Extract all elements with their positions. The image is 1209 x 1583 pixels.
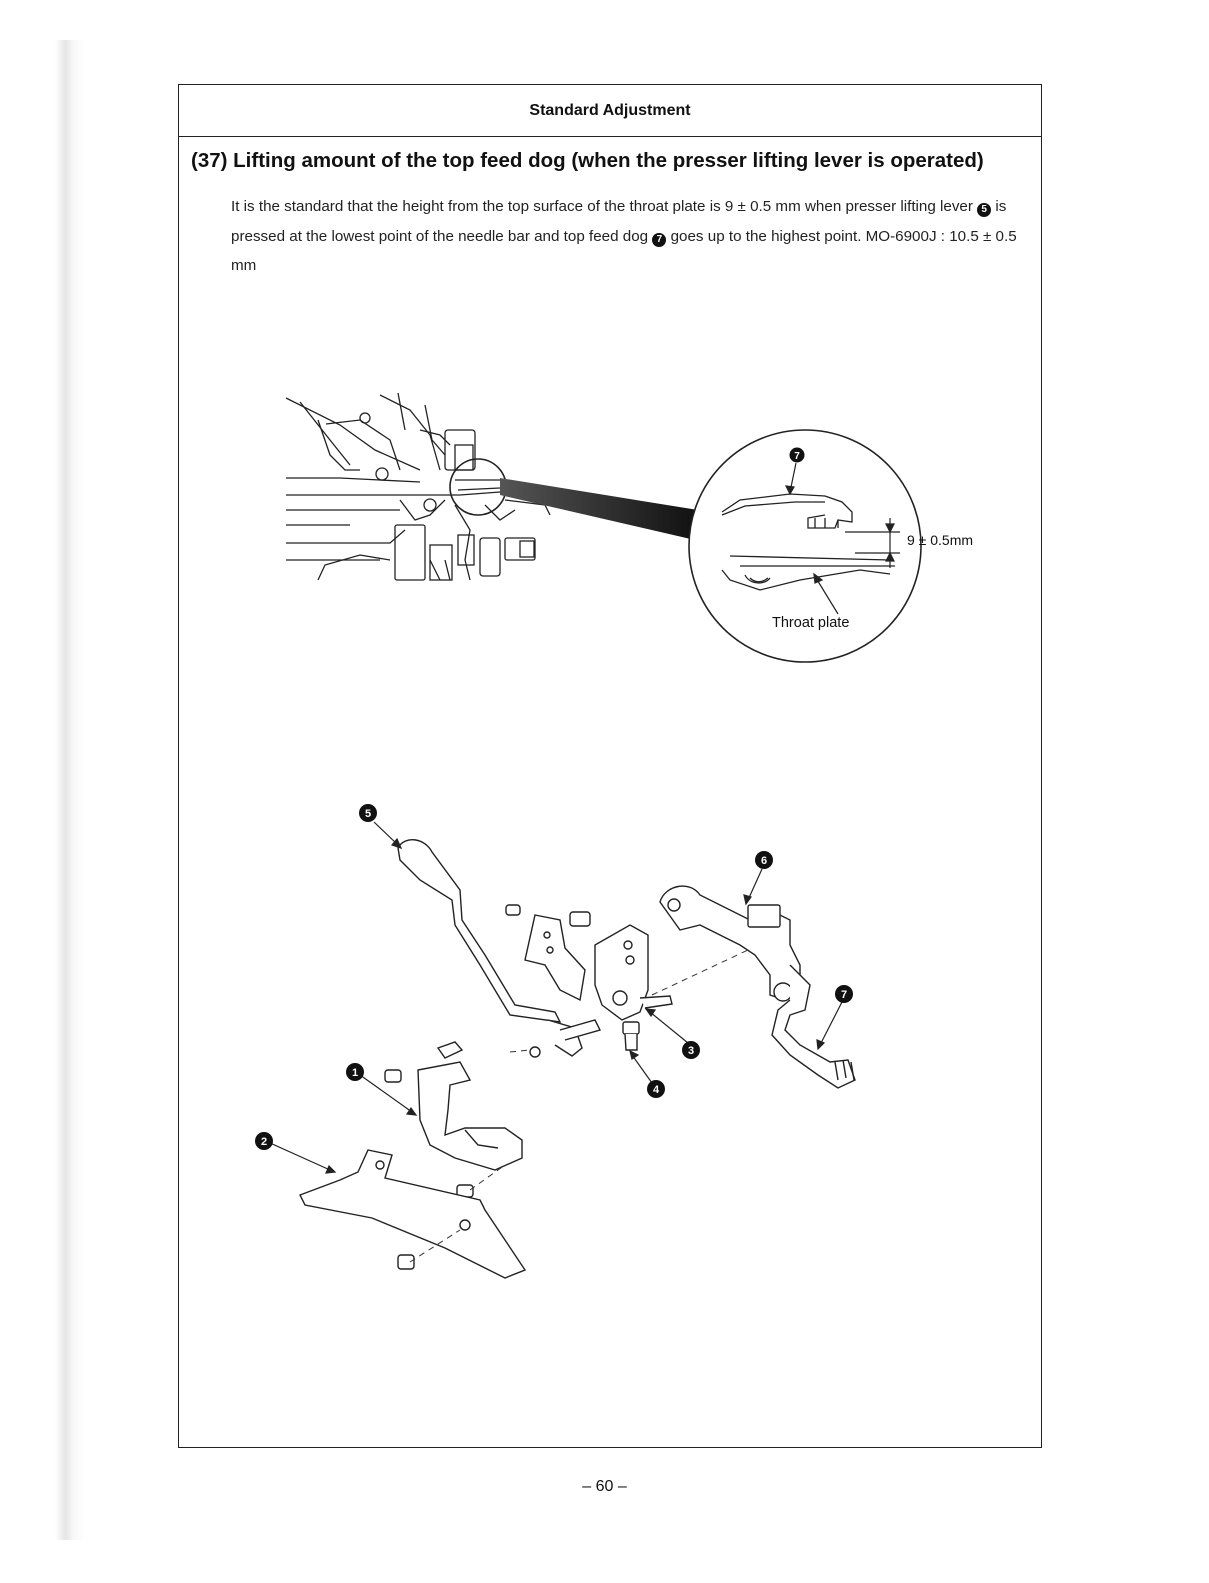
section-header: Standard Adjustment — [179, 85, 1041, 137]
callout-1: 1 — [352, 1067, 358, 1079]
exploded-parts-drawing — [299, 839, 856, 1279]
section-title: (37) Lifting amount of the top feed dog … — [191, 149, 984, 172]
callout-marker-7: 7 — [652, 232, 667, 247]
magnification-beam — [500, 478, 698, 540]
callout-7: 7 — [841, 989, 847, 1001]
dimension-label: 9 ± 0.5mm — [907, 532, 973, 548]
throat-plate-label: Throat plate — [772, 615, 849, 631]
detail-callout-7: 7 — [794, 451, 800, 462]
paragraph-text-1: It is the standard that the height from … — [231, 198, 973, 215]
callout-3: 3 — [688, 1045, 694, 1057]
part-callouts: 5 6 7 3 4 1 2 — [255, 804, 853, 1150]
paragraph-text-2: is pressed at the lowest point of the ne… — [231, 198, 1007, 245]
adjustment-frame: Standard Adjustment (37) Lifting amount … — [178, 84, 1042, 1448]
machine-overview-drawing — [285, 392, 551, 581]
callout-2: 2 — [261, 1136, 267, 1148]
magnified-detail: 7 9 ± 0.5mm Throat plate — [688, 429, 973, 663]
callout-marker-5: 5 — [977, 203, 992, 217]
assembly-guide-lines — [409, 949, 749, 1263]
callout-leaders — [269, 821, 843, 1174]
callout-6: 6 — [761, 855, 767, 867]
page-number: – 60 – — [582, 1478, 627, 1495]
instruction-paragraph: It is the standard that the height from … — [231, 192, 1027, 281]
callout-4: 4 — [653, 1084, 660, 1096]
scan-shadow — [55, 40, 85, 1540]
callout-5: 5 — [365, 808, 371, 820]
paragraph-text-3: goes up to the highest point. MO-6900J :… — [231, 227, 1017, 275]
